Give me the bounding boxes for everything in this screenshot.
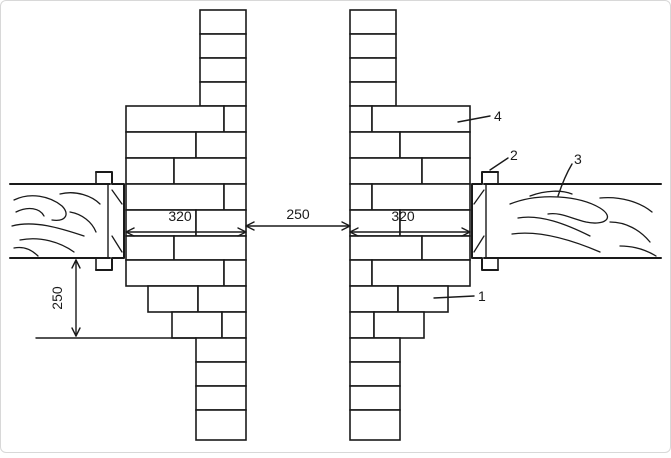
dimension-vertical: 250 <box>49 286 65 310</box>
left-joist <box>9 183 112 259</box>
dimension-right-ledge: 320 <box>391 208 415 224</box>
dimension-lines <box>35 221 471 339</box>
dimension-left-ledge: 320 <box>168 208 192 224</box>
callout-3: 3 <box>574 151 582 167</box>
callout-4: 4 <box>494 108 502 124</box>
right-joist <box>483 183 662 259</box>
callout-leaders <box>433 115 573 299</box>
left-brick-wall <box>125 9 247 441</box>
right-joist-bracket <box>471 171 499 271</box>
left-joist-bracket <box>95 171 125 271</box>
callout-2: 2 <box>510 147 518 163</box>
right-brick-wall <box>349 9 471 441</box>
callout-1: 1 <box>478 288 486 304</box>
dimension-gap: 250 <box>286 206 310 222</box>
